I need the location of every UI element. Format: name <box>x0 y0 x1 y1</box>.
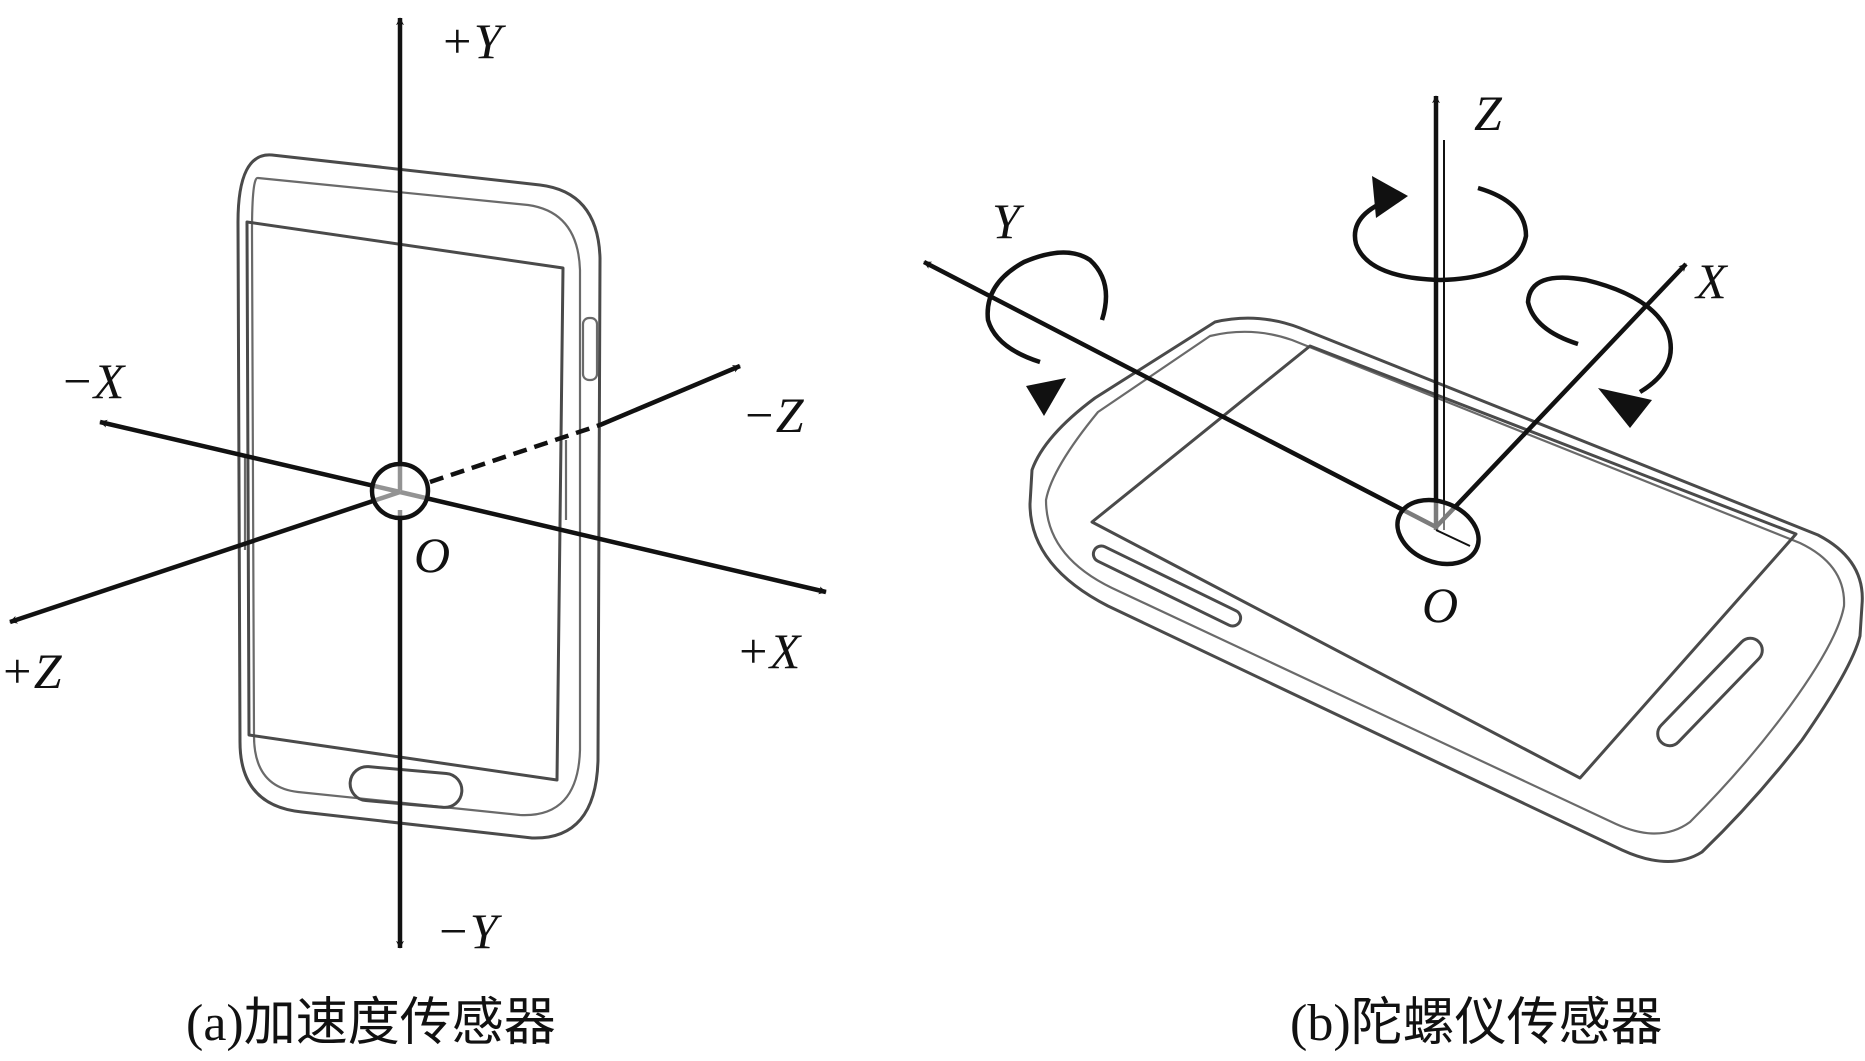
caption-b: (b)陀螺仪传感器 <box>1290 995 1663 1052</box>
gyro-label-x: X <box>1694 253 1729 309</box>
origin-b-detail <box>1435 529 1471 547</box>
gyro-label-z: Z <box>1474 85 1503 141</box>
label-neg-z: −Z <box>742 387 805 443</box>
label-origin-a: O <box>414 527 450 583</box>
label-pos-x: +X <box>736 623 803 679</box>
panel-b-gyroscope: Z Y X O (b)陀螺仪传感器 <box>922 85 1864 1052</box>
neg-x-axis-arrow <box>99 419 401 495</box>
panel-a-accelerometer: +Y −Y +X −X +Z −Z O (a)加速度传感器 <box>0 13 827 1052</box>
label-origin-b: O <box>1422 577 1458 633</box>
pos-z-axis-arrow <box>9 489 401 625</box>
pos-x-axis-arrow <box>399 489 827 595</box>
rotation-arrow-y <box>985 250 1109 416</box>
phone-upright-illustration <box>236 153 602 840</box>
label-neg-y: −Y <box>436 903 503 959</box>
origin-marker-a <box>369 461 431 521</box>
gyro-label-y: Y <box>992 193 1025 249</box>
gyro-y-axis-arrow <box>922 260 1438 529</box>
caption-a: (a)加速度传感器 <box>186 995 556 1052</box>
label-pos-z: +Z <box>0 643 63 699</box>
rotation-arrow-x <box>1525 275 1674 428</box>
rotation-arrow-z <box>1352 176 1529 283</box>
label-pos-y: +Y <box>440 13 507 69</box>
label-neg-x: −X <box>60 353 127 409</box>
neg-z-axis-dashed <box>429 422 601 485</box>
gyro-x-axis-arrow <box>1434 262 1688 529</box>
neg-z-axis-arrow <box>599 363 741 428</box>
phone-tilted-illustration <box>1028 316 1864 863</box>
